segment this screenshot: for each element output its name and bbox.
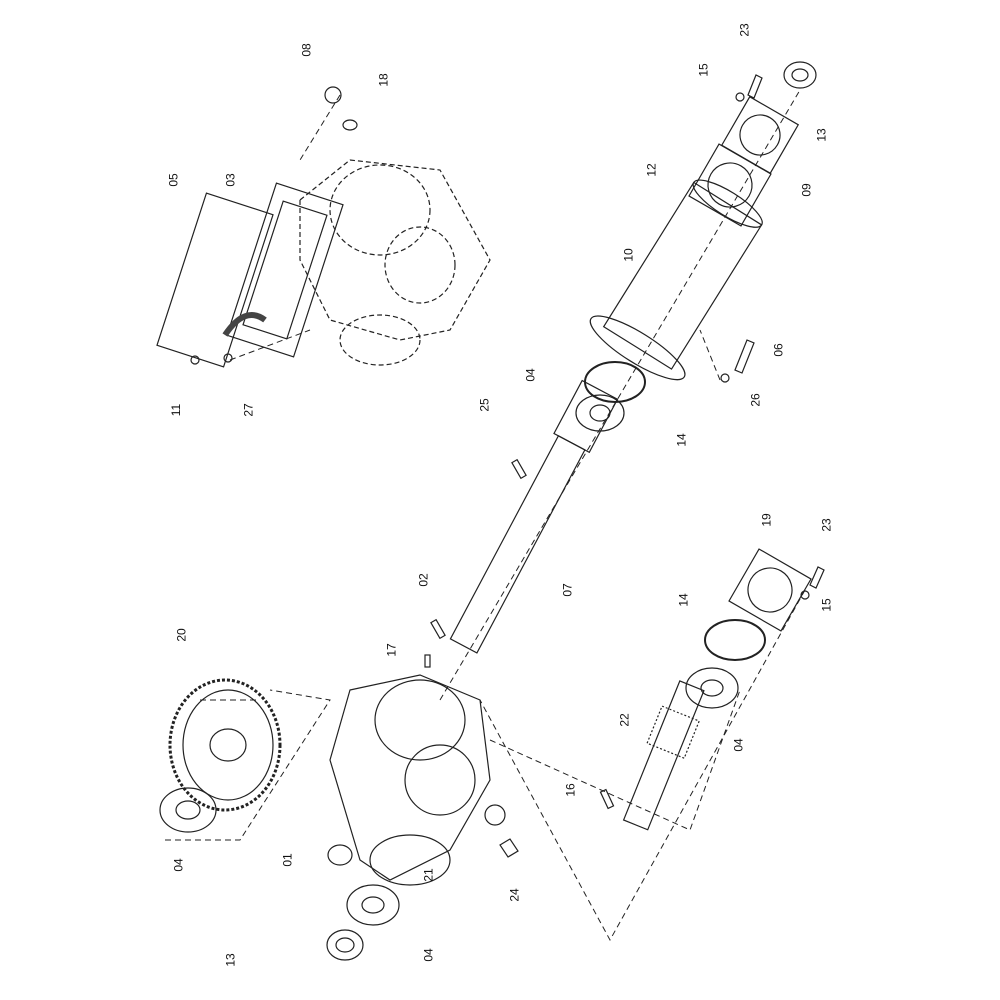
part-label: 13: [814, 128, 829, 142]
gear: [168, 678, 282, 812]
main-housing: [329, 674, 506, 886]
part-label: 24: [507, 888, 522, 902]
part-label: 03: [223, 173, 238, 187]
bolt-23b: [809, 566, 825, 589]
part-label: 14: [676, 593, 691, 607]
cover-plate: [156, 192, 274, 368]
housing-ghost: [299, 159, 491, 366]
assembly-lines: [165, 89, 806, 942]
plug-24: [499, 838, 519, 858]
bearing-housing: [589, 179, 763, 381]
cover-19: [728, 548, 812, 632]
part-label: 10: [621, 248, 636, 262]
part-label: 23: [819, 518, 834, 532]
part-label: 11: [169, 403, 184, 417]
key-17: [424, 654, 431, 668]
part-label: 27: [241, 403, 256, 417]
bearing-04d: [685, 667, 739, 709]
part-label: 15: [819, 598, 834, 612]
part-label: 01: [280, 853, 295, 867]
bearing-04c: [346, 884, 400, 926]
bearing-04b: [159, 787, 217, 833]
part-label: 23: [737, 23, 752, 37]
oring-14b: [704, 619, 766, 661]
oring-18: [342, 119, 358, 131]
part-label: 22: [617, 713, 632, 727]
part-label: 12: [644, 163, 659, 177]
bolt-23: [747, 74, 763, 99]
part-label: 20: [174, 628, 189, 642]
part-label: 08: [299, 43, 314, 57]
part-label: 18: [376, 73, 391, 87]
key-16: [599, 788, 615, 810]
part-label: 26: [748, 393, 763, 407]
shaft: [449, 379, 619, 654]
part-label: 09: [799, 183, 814, 197]
part-label: 06: [771, 343, 786, 357]
part-label: 16: [563, 783, 578, 797]
seal-13: [783, 61, 817, 89]
part-label: 15: [696, 63, 711, 77]
part-label: 05: [166, 173, 181, 187]
part-label: 04: [731, 738, 746, 752]
part-label: 07: [560, 583, 575, 597]
part-label: 13: [223, 953, 238, 967]
key-25: [511, 458, 527, 480]
part-label: 14: [674, 433, 689, 447]
plug-08: [324, 86, 342, 104]
bolt-06: [734, 339, 755, 374]
part-label: 04: [421, 948, 436, 962]
pipe: [222, 312, 267, 337]
part-label: 04: [523, 368, 538, 382]
part-label: 25: [477, 398, 492, 412]
gasket: [226, 182, 344, 358]
seal-13b: [326, 929, 364, 961]
flange-09: [720, 95, 800, 175]
part-label: 17: [384, 643, 399, 657]
part-label: 19: [759, 513, 774, 527]
key-02: [430, 618, 446, 640]
part-label: 02: [416, 573, 431, 587]
part-label: 04: [171, 858, 186, 872]
seal-01: [327, 844, 353, 866]
part-label: 21: [421, 868, 436, 882]
pinion-shaft: [622, 680, 705, 831]
